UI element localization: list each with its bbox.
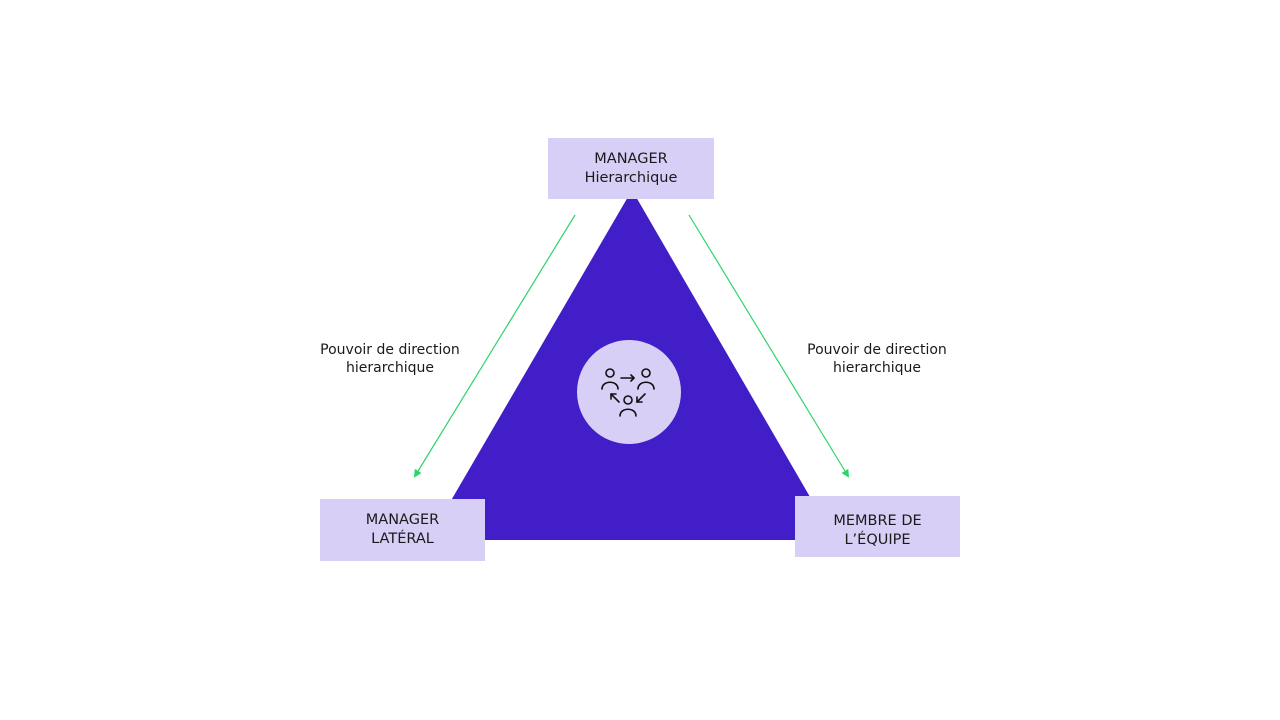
arrow-top-to-right: [688, 214, 850, 478]
node-manager-hierarchique: MANAGER Hierarchique: [548, 138, 714, 199]
edge-label-right: Pouvoir de direction hierarchique: [792, 341, 962, 377]
node-left-line1: MANAGER: [365, 512, 440, 528]
edge-label-right-line1: Pouvoir de direction: [807, 342, 947, 358]
arrow-top-to-left: [413, 214, 576, 478]
node-right-line1: MEMBRE DE: [833, 512, 922, 529]
center-circle: [577, 340, 681, 444]
edge-label-left-line1: Pouvoir de direction: [320, 342, 460, 358]
node-manager-lateral: MANAGER LATÉRAL: [320, 499, 485, 561]
edge-label-left: Pouvoir de direction hierarchique: [305, 341, 475, 377]
node-top-line2: Hierarchique: [584, 169, 678, 186]
node-membre-equipe: MEMBRE DE L’ÉQUIPE: [795, 496, 960, 557]
node-left-line2: LATÉRAL: [371, 531, 434, 547]
people-exchange-icon: [601, 368, 655, 417]
node-top-line1: MANAGER: [594, 150, 668, 167]
edge-label-left-line2: hierarchique: [346, 360, 434, 376]
edge-label-right-line2: hierarchique: [833, 360, 921, 376]
node-right-line2: L’ÉQUIPE: [844, 531, 911, 548]
